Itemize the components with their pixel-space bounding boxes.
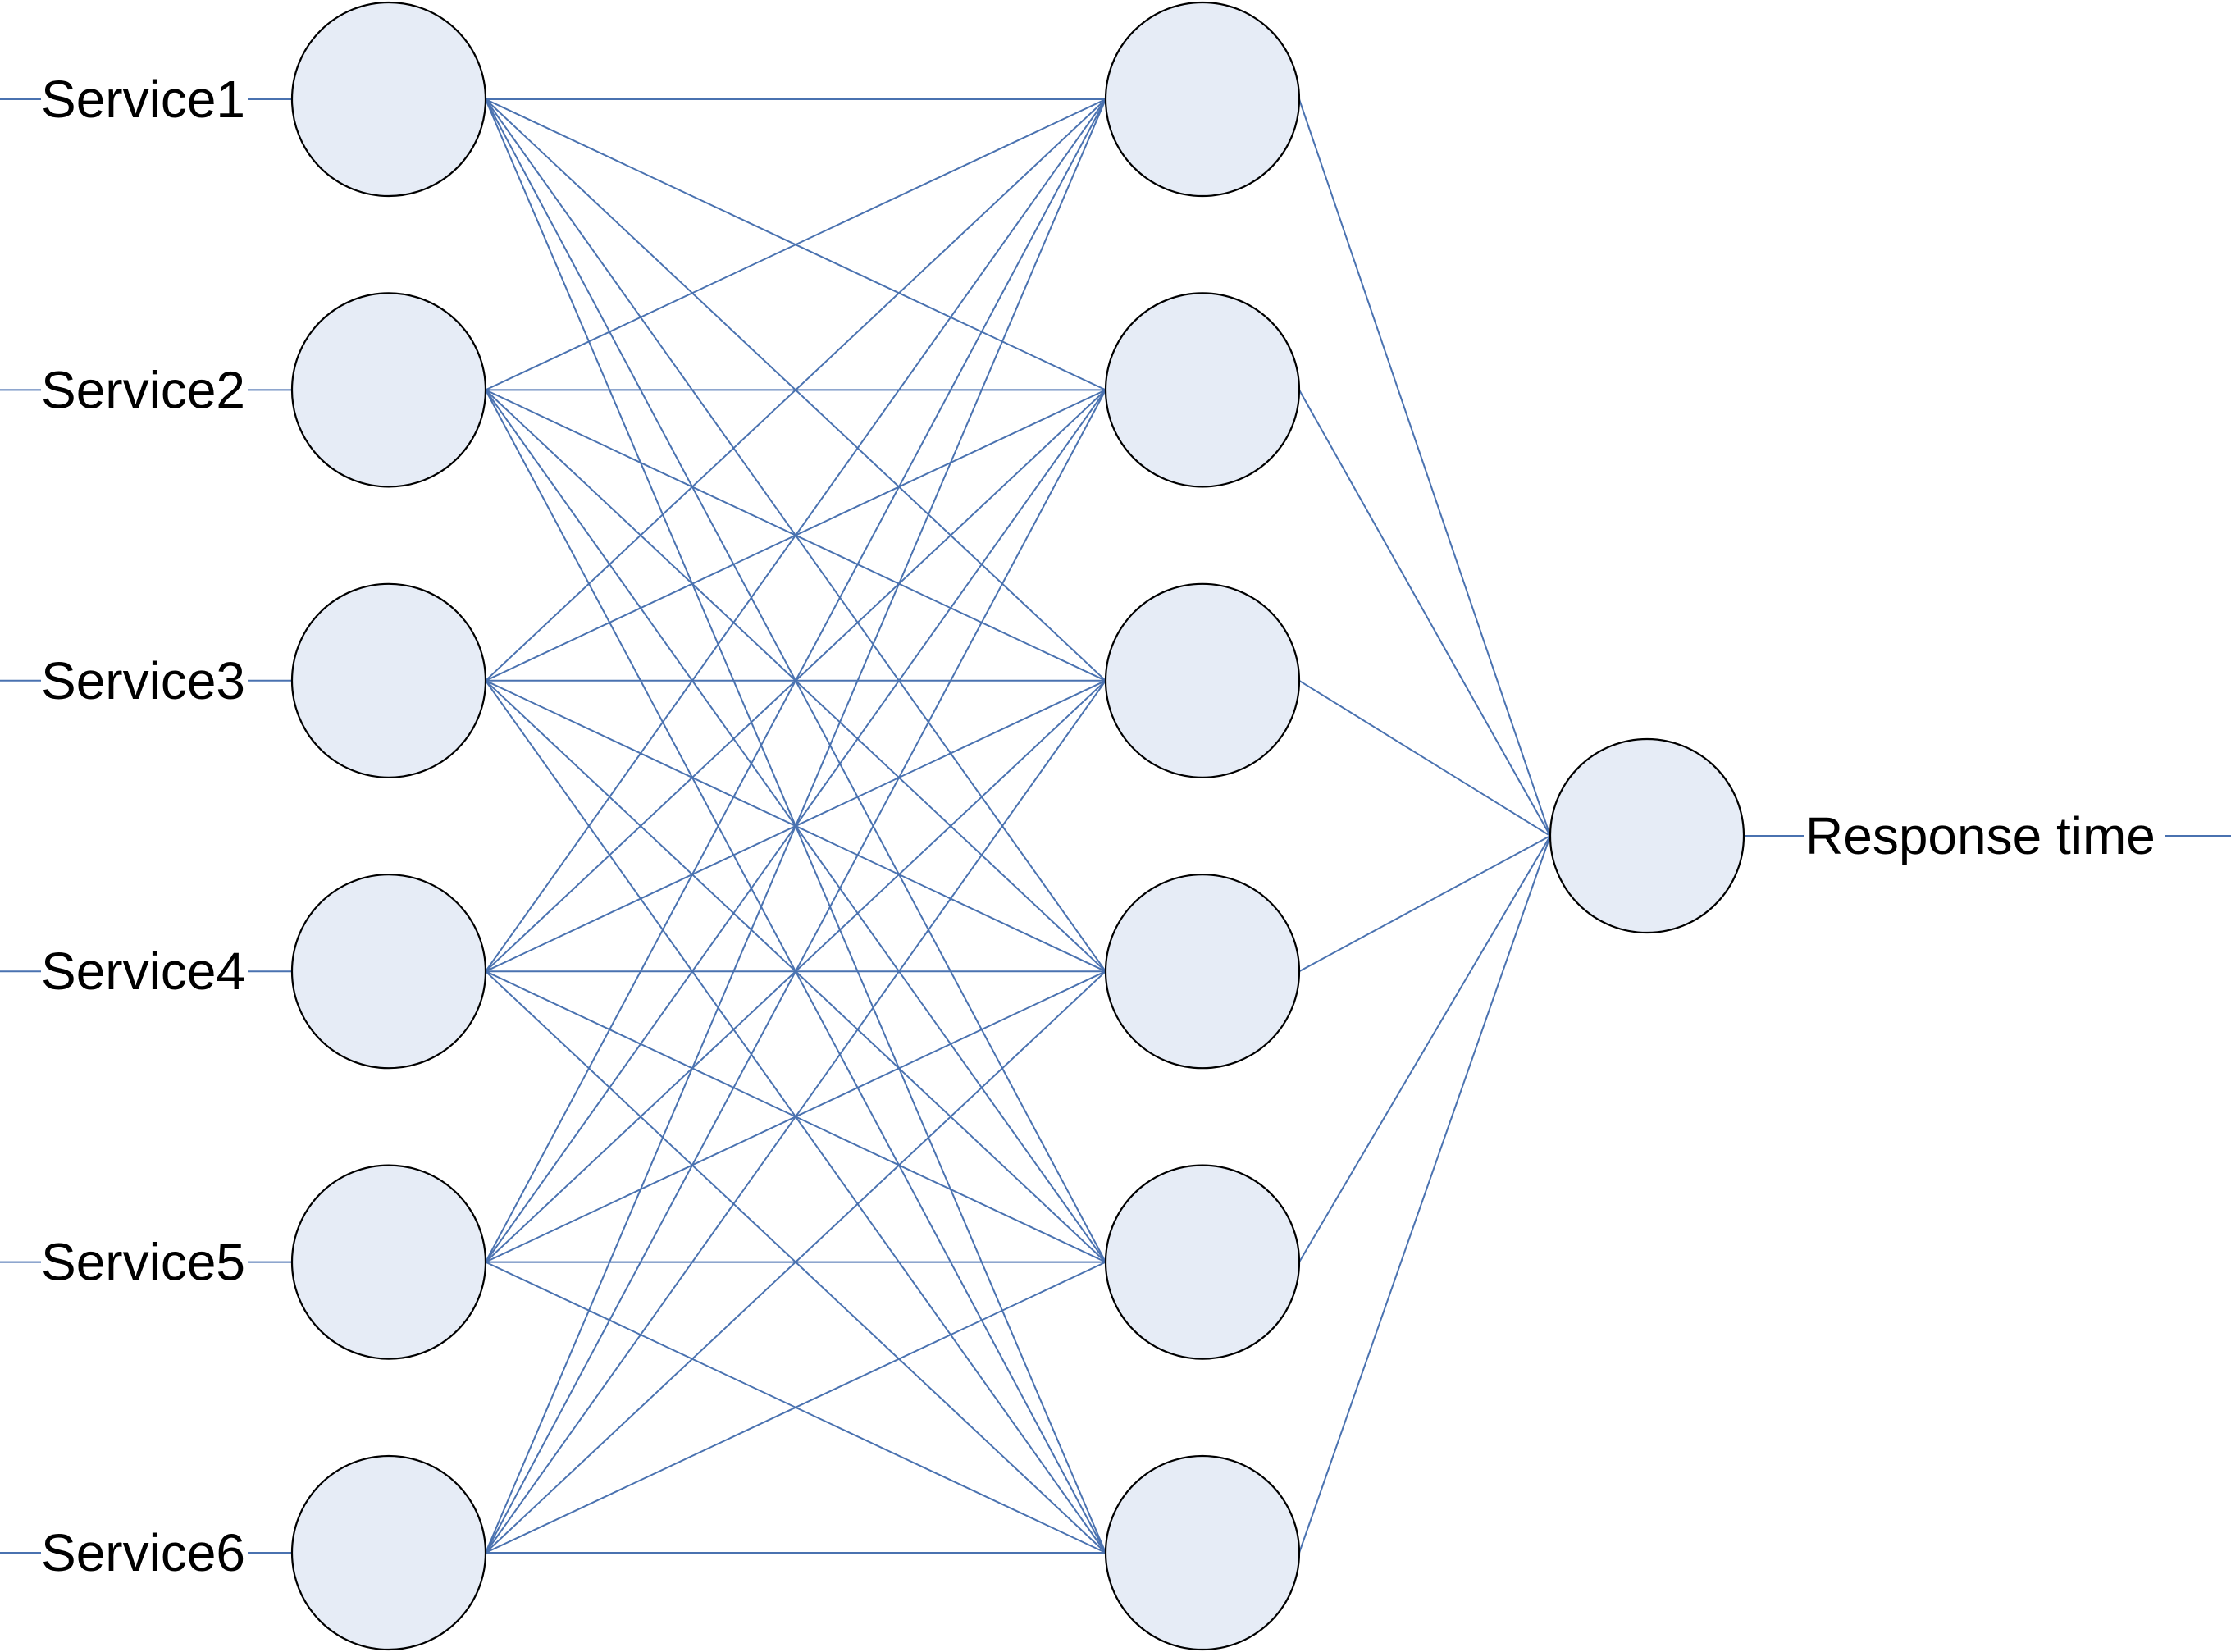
input-node-6 xyxy=(290,1454,487,1651)
label-layer: Service1Service2Service3Service4Service5… xyxy=(41,70,2156,1582)
input-node-1 xyxy=(290,1,487,198)
edge-hidden4-output xyxy=(1298,835,1551,973)
node-layer xyxy=(290,1,1745,1651)
output-node xyxy=(1549,737,1745,934)
hidden-node-5 xyxy=(1104,1164,1301,1360)
edge-layer xyxy=(0,98,2231,1554)
input-label-service5: Service5 xyxy=(41,1233,245,1292)
edge-input6-hidden2 xyxy=(485,389,1106,1554)
input-node-3 xyxy=(290,582,487,778)
input-node-4 xyxy=(290,874,487,1070)
edge-hidden2-output xyxy=(1298,389,1551,837)
hidden-node-2 xyxy=(1104,292,1301,488)
edge-hidden5-output xyxy=(1298,835,1551,1263)
edge-input3-hidden1 xyxy=(485,98,1106,682)
edge-hidden6-output xyxy=(1298,835,1551,1554)
edge-input6-hidden5 xyxy=(485,1261,1106,1554)
hidden-node-1 xyxy=(1104,1,1301,198)
hidden-node-3 xyxy=(1104,582,1301,778)
edge-hidden1-output xyxy=(1298,98,1551,837)
edge-input6-hidden1 xyxy=(485,98,1106,1554)
edge-input6-hidden3 xyxy=(485,680,1106,1554)
edge-hidden3-output xyxy=(1298,679,1551,837)
input-label-service4: Service4 xyxy=(41,942,245,1001)
input-label-service3: Service3 xyxy=(41,651,245,710)
hidden-node-4 xyxy=(1104,874,1301,1070)
edge-input2-hidden1 xyxy=(485,98,1106,391)
hidden-node-6 xyxy=(1104,1454,1301,1651)
input-label-service2: Service2 xyxy=(41,360,245,419)
edge-input4-hidden1 xyxy=(485,98,1106,972)
input-node-5 xyxy=(290,1164,487,1360)
edge-input5-hidden1 xyxy=(485,98,1106,1263)
output-label: Response time xyxy=(1805,806,2156,865)
edge-input6-hidden4 xyxy=(485,970,1106,1554)
input-node-2 xyxy=(290,292,487,488)
input-label-service6: Service6 xyxy=(41,1523,245,1582)
input-label-service1: Service1 xyxy=(41,70,245,129)
